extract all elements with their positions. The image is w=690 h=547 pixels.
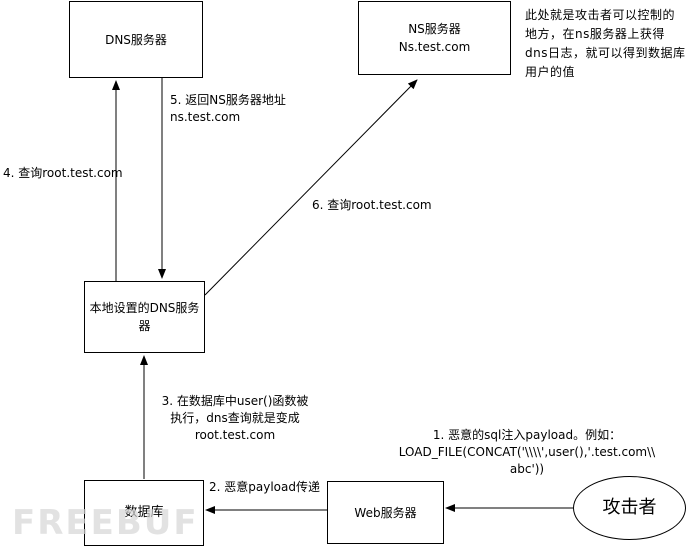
database-node: 数据库: [84, 480, 204, 546]
ns-server-node: NS服务器 Ns.test.com: [358, 1, 511, 75]
attacker-label: 攻击者: [602, 497, 657, 518]
local-dns-server-label: 本地设置的DNS服务 器: [89, 301, 200, 333]
step-2-label: 2. 恶意payload传递: [209, 480, 320, 494]
web-server-node: Web服务器: [327, 481, 444, 544]
ns-server-label: NS服务器 Ns.test.com: [398, 22, 471, 54]
database-label: 数据库: [124, 505, 164, 520]
step-3-label: 3. 在数据库中user()函数被 执行，dns查询就是变成 root.test…: [161, 394, 309, 442]
local-dns-server-node: 本地设置的DNS服务 器: [84, 281, 205, 353]
step-5-label: 5. 返回NS服务器地址 ns.test.com: [170, 93, 286, 124]
control-note: 此处就是攻击者可以控制的地方，在ns服务器上获得dns日志，就可以得到数据库用户…: [525, 8, 686, 79]
attacker-node: 攻击者: [573, 476, 686, 540]
dns-server-label: DNS服务器: [105, 32, 167, 47]
step-1-label: 1. 恶意的sql注入payload。例如： LOAD_FILE(CONCAT(…: [398, 428, 656, 476]
step-4-label: 4. 查询root.test.com: [3, 166, 123, 180]
edge-local-dns-to-ns: [204, 79, 418, 296]
dns-server-node: DNS服务器: [69, 1, 203, 78]
step-6-label: 6. 查询root.test.com: [312, 198, 432, 212]
web-server-label: Web服务器: [354, 505, 417, 520]
